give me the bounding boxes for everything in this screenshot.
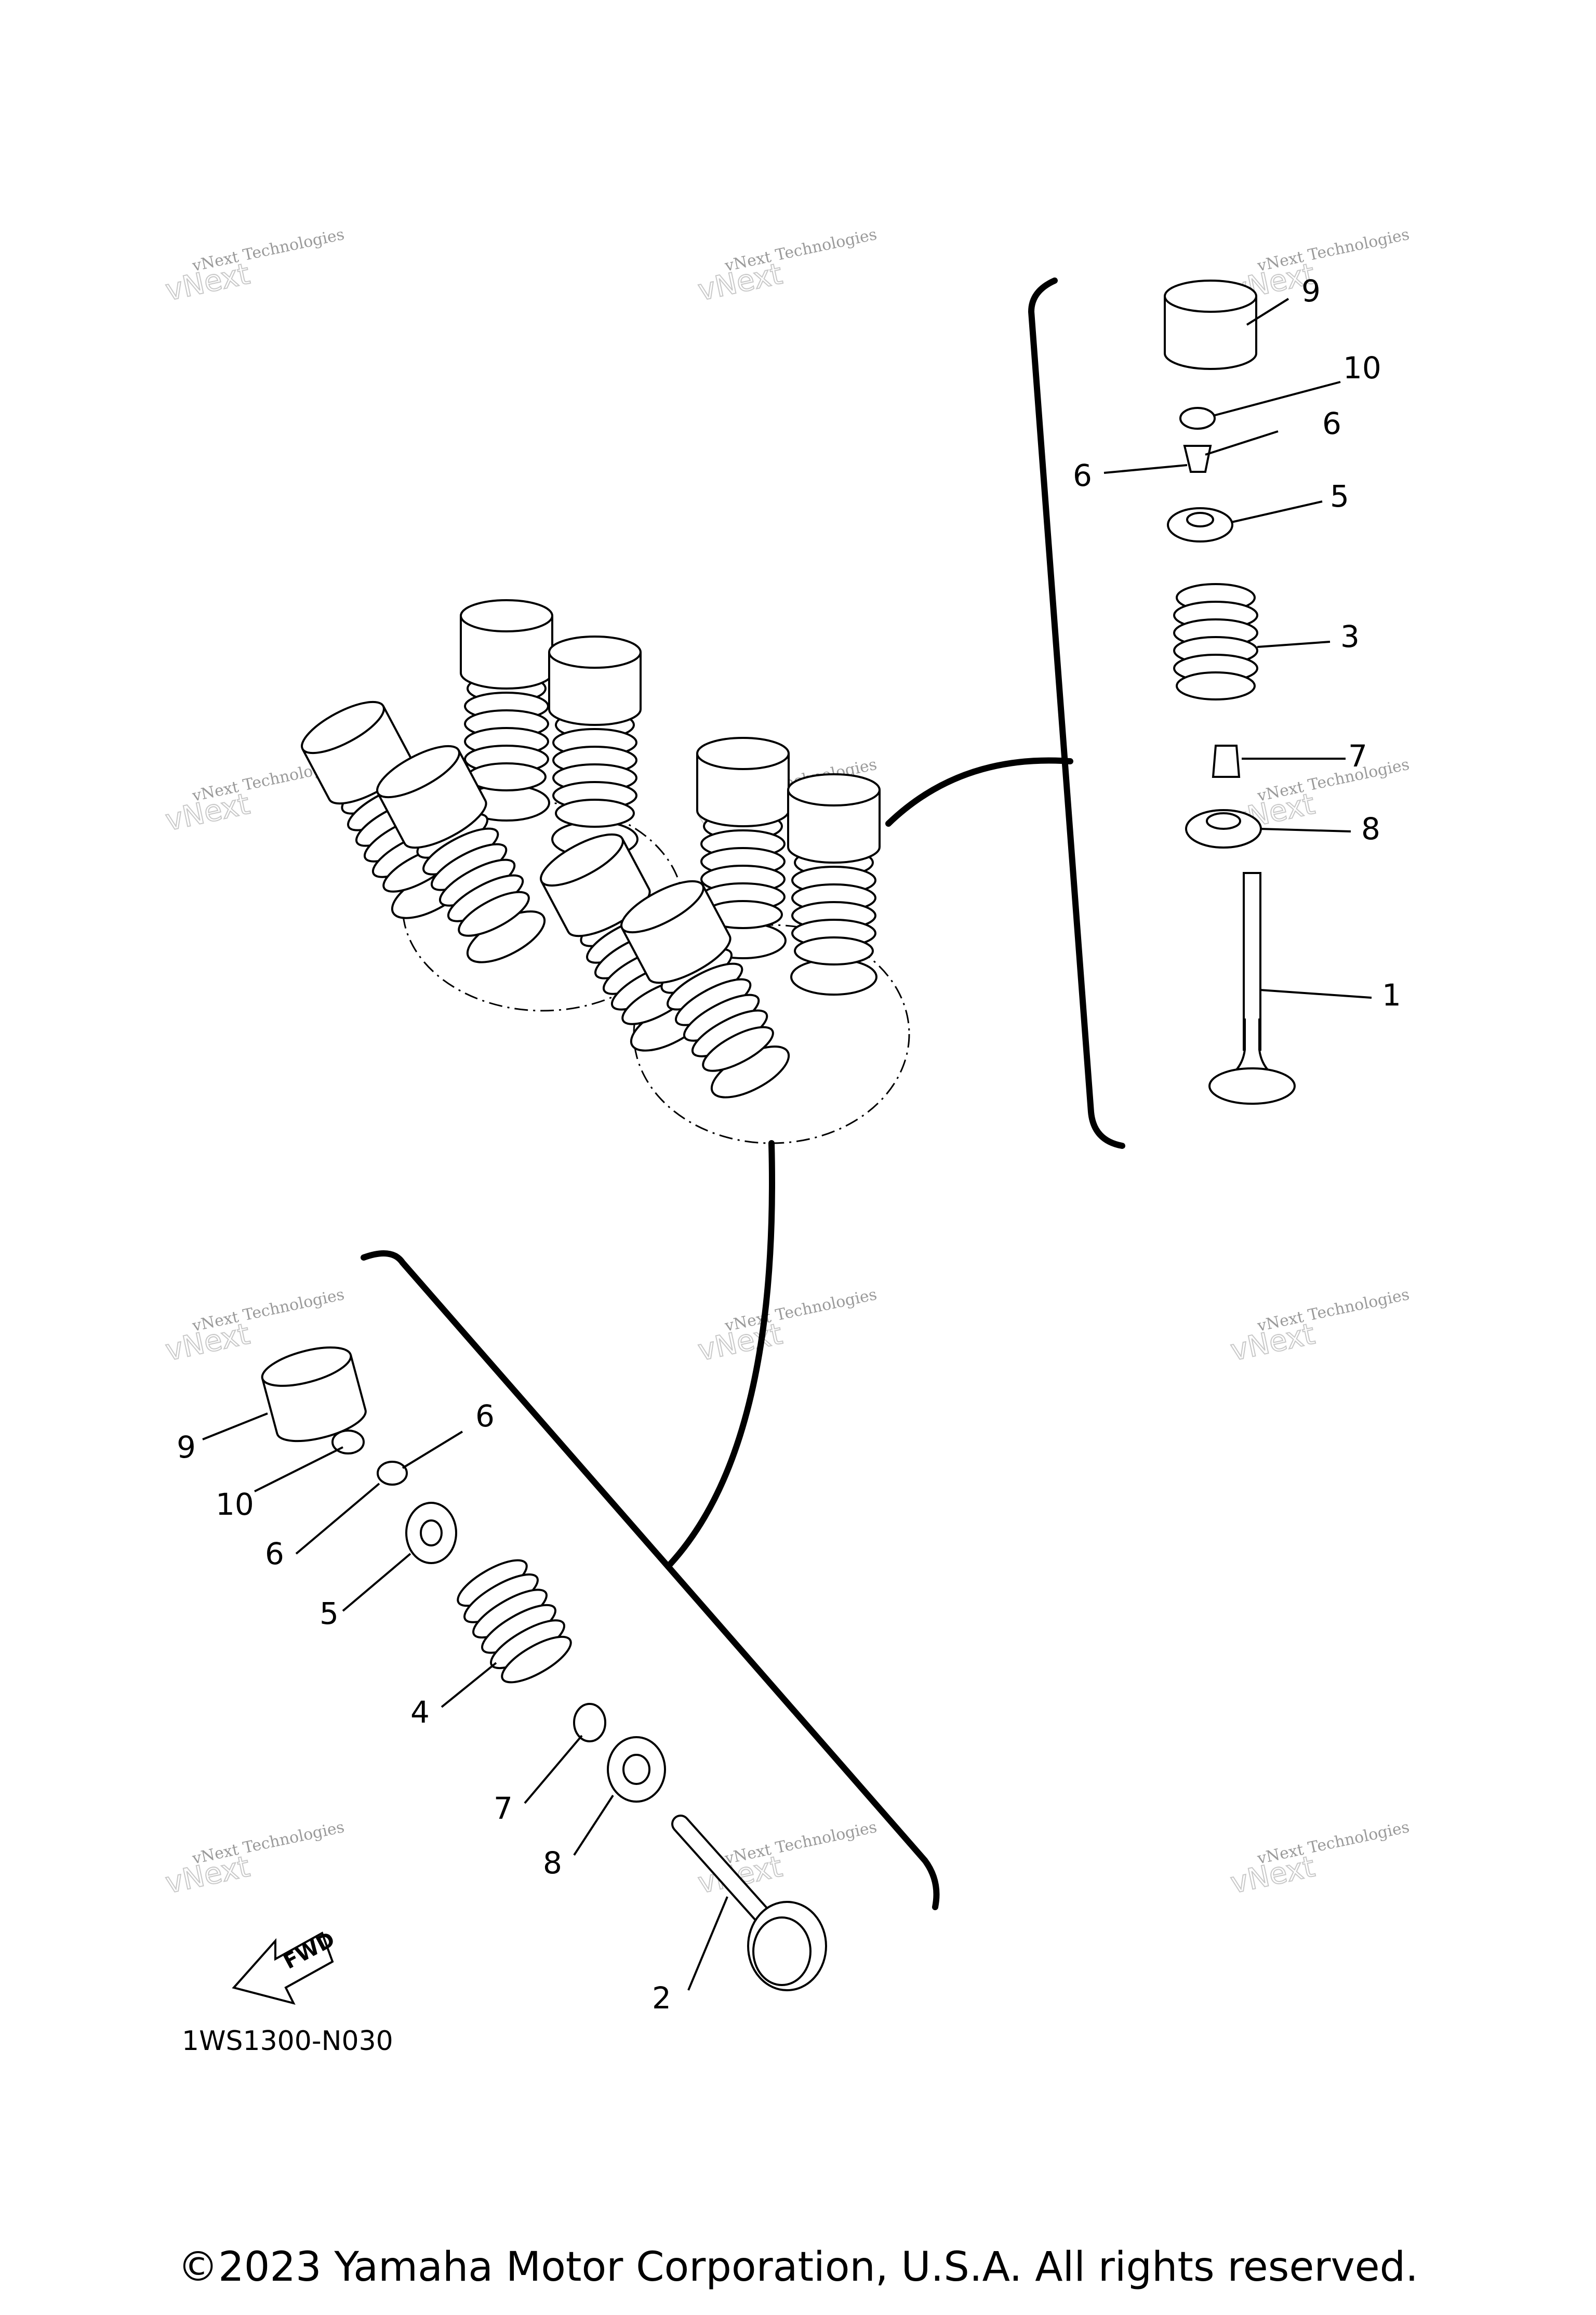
callout-6: 6 [265, 1536, 284, 1571]
callout-1: 1 [1382, 977, 1401, 1013]
callout-8: 8 [1361, 811, 1380, 846]
svg-text:vNext Technologies: vNext Technologies [1255, 756, 1411, 805]
callout-9: 9 [177, 1430, 196, 1465]
watermark: vNext vNext Technologies [162, 226, 346, 309]
callout-10: 10 [216, 1487, 254, 1522]
callouts-right: 9 10 6 6 5 3 7 8 1 [1073, 273, 1401, 1013]
right-exploded-bracket [1028, 277, 1125, 1149]
callout-2: 2 [652, 1980, 671, 2016]
valve-spring [448, 1549, 580, 1694]
svg-text:vNext Technologies: vNext Technologies [190, 1286, 346, 1335]
callouts-left: 9 10 6 6 5 4 7 8 2 [177, 1398, 671, 2016]
figure-code: 1WS1300-N030 [182, 2026, 393, 2057]
callout-6: 6 [1322, 406, 1341, 441]
callout-6: 6 [1073, 458, 1092, 493]
valve-stem-seal [1212, 745, 1241, 778]
callout-5: 5 [320, 1596, 339, 1631]
svg-text:vNext Technologies: vNext Technologies [1255, 226, 1411, 275]
valve-cluster [295, 600, 910, 1144]
leader-lines-right [1103, 298, 1372, 999]
watermark: vNext vNext Technologies [162, 1818, 346, 1901]
valve-spring-seat [1185, 809, 1262, 849]
watermark: vNext vNext Technologies [1227, 1818, 1411, 1901]
callout-6: 6 [475, 1398, 495, 1434]
valve-pad [1179, 407, 1216, 430]
callout-9: 9 [1301, 273, 1321, 309]
callout-4: 4 [410, 1695, 430, 1730]
exhaust-valve [671, 1815, 827, 1991]
fwd-arrow-icon: FWD [232, 1927, 339, 2005]
left-exploded-view [257, 1339, 827, 1991]
valve-cotter [1183, 445, 1212, 473]
svg-text:vNext Technologies: vNext Technologies [1255, 1818, 1411, 1868]
callout-7: 7 [494, 1791, 513, 1826]
watermarks: vNext vNext Technologies vNext vNext Tec… [162, 226, 1411, 1901]
valve-retainer [405, 1502, 457, 1564]
callout-3: 3 [1340, 619, 1360, 654]
svg-text:vNext Technologies: vNext Technologies [190, 226, 346, 275]
valve-cotter [377, 1461, 408, 1486]
svg-text:vNext Technologies: vNext Technologies [1255, 1286, 1411, 1335]
valve-lifter [1164, 280, 1257, 370]
valve-spring [1173, 583, 1258, 700]
callout-10: 10 [1343, 350, 1381, 386]
valve-stem-seal [573, 1703, 606, 1742]
intake-valve [1208, 872, 1296, 1105]
right-exploded-view [1164, 280, 1296, 1105]
callout-7: 7 [1348, 738, 1367, 774]
connector-left [667, 1140, 775, 1567]
svg-text:vNext Technologies: vNext Technologies [723, 1818, 879, 1868]
copyright-notice: ©2023 Yamaha Motor Corporation, U.S.A. A… [178, 2244, 1418, 2291]
svg-text:vNext Technologies: vNext Technologies [723, 226, 879, 275]
connector-right [885, 757, 1073, 827]
callout-5: 5 [1330, 479, 1349, 514]
left-exploded-bracket [361, 1250, 940, 1910]
callout-8: 8 [543, 1845, 562, 1881]
valve-spring-seat [607, 1736, 666, 1803]
leader-lines-left [202, 1412, 728, 1991]
valve-retainer [1167, 507, 1233, 543]
watermark: vNext vNext Technologies [695, 1286, 879, 1369]
svg-text:vNext Technologies: vNext Technologies [723, 1286, 879, 1335]
watermark: vNext vNext Technologies [695, 226, 879, 309]
svg-text:vNext Technologies: vNext Technologies [190, 1818, 346, 1868]
watermark: vNext vNext Technologies [1227, 1286, 1411, 1369]
